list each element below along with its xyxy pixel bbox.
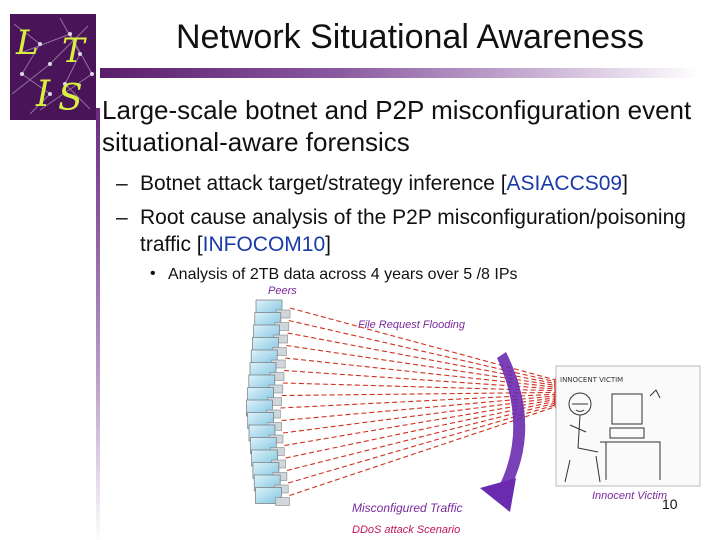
bullet-dot: •	[150, 265, 156, 282]
misconfig-label: Misconfigured Traffic	[352, 501, 463, 515]
sub-sub-bullet-text: Analysis of 2TB data across 4 years over…	[168, 266, 518, 283]
victim-illustration: INNOCENT VICTIM	[555, 365, 701, 487]
sub-bullet-botnet: – Botnet attack target/strategy inferenc…	[116, 170, 716, 197]
flood-arrow	[286, 344, 562, 389]
left-rule	[96, 108, 100, 540]
logo-letter-i: I	[35, 74, 51, 115]
dash-marker: –	[116, 206, 128, 229]
sub-sub-bullet: • Analysis of 2TB data across 4 years ov…	[150, 265, 710, 284]
misconfig-curve-arrow	[480, 352, 526, 512]
flood-arrow	[285, 357, 562, 391]
logo-letter-l: L	[15, 23, 39, 63]
ref-link-infocom10[interactable]: INFOCOM10	[202, 233, 326, 256]
page-number: 10	[662, 496, 678, 512]
flood-label: File Request Flooding	[358, 319, 466, 331]
logo-letter-s: S	[58, 78, 83, 119]
lab-logo: L T I S	[10, 14, 96, 120]
sub-bullet-text: Root cause analysis of the P2P misconfig…	[140, 206, 686, 256]
ddos-scenario-label: DDoS attack Scenario	[352, 524, 461, 536]
peer-computer-icon	[253, 324, 288, 344]
logo-letter-t: T	[62, 31, 87, 71]
peers-label: Peers	[268, 285, 297, 297]
dash-marker: –	[116, 172, 128, 195]
sub-bullet-p2p: – Root cause analysis of the P2P misconf…	[116, 204, 716, 258]
peer-computers	[246, 299, 291, 506]
peer-computer-icon	[255, 487, 290, 506]
sub-bullet-end: ]	[622, 172, 628, 195]
flood-arrow	[283, 369, 562, 393]
title-rule	[100, 68, 700, 78]
flood-arrow	[288, 319, 562, 385]
slide-title: Network Situational Awareness	[175, 18, 645, 56]
victim-sign: INNOCENT VICTIM	[560, 376, 623, 384]
ddos-diagram: INNOCENT VICTIM	[246, 299, 701, 512]
flood-arrow	[289, 307, 562, 383]
flood-arrow	[282, 382, 562, 394]
main-bullet: Large-scale botnet and P2P misconfigurat…	[102, 94, 702, 158]
main-bullet-text: Large-scale botnet and P2P misconfigurat…	[102, 95, 692, 157]
sub-bullet-text: Botnet attack target/strategy inference …	[140, 172, 507, 195]
sub-bullet-end: ]	[325, 233, 331, 256]
ref-link-asiaccs09[interactable]: ASIACCS09	[506, 172, 623, 195]
flood-arrow	[287, 332, 562, 387]
victim-label: Innocent Victim	[592, 490, 668, 502]
